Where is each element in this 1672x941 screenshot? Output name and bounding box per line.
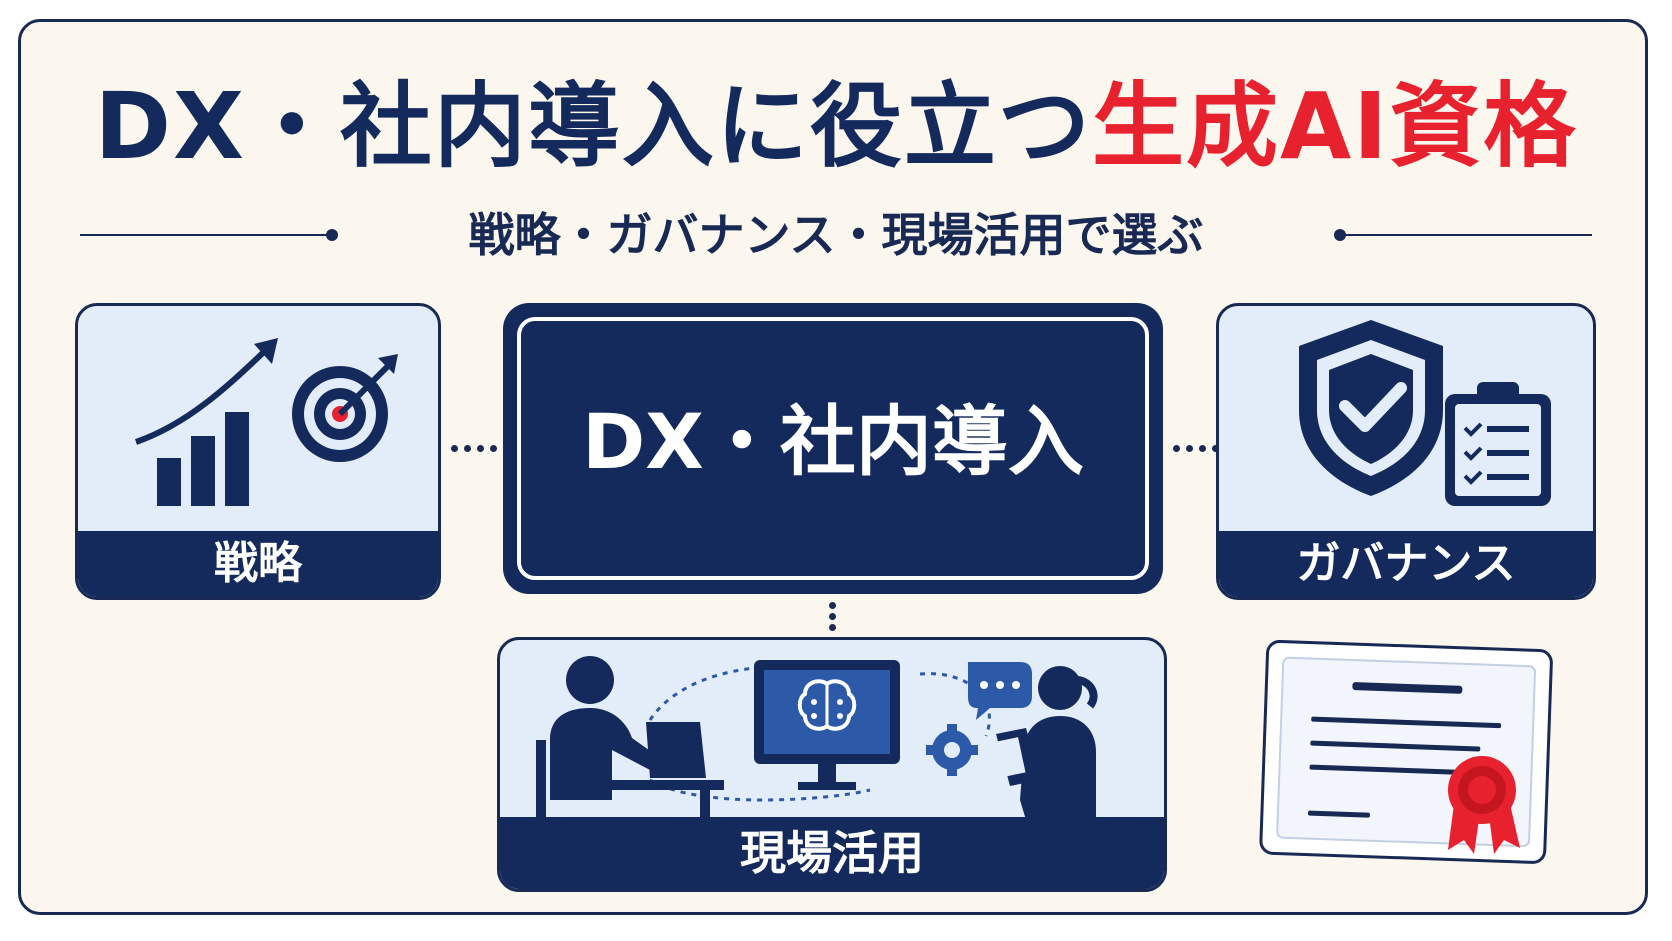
- title-accent: 生成AI資格: [1091, 73, 1578, 180]
- governance-card: ガバナンス: [1216, 303, 1596, 600]
- subtitle-rule-right: [1344, 234, 1592, 236]
- governance-label: ガバナンス: [1219, 531, 1593, 597]
- growth-chart-icon: [135, 338, 278, 506]
- strategy-illustration: [135, 338, 398, 506]
- field-usage-card: 現場活用: [497, 637, 1167, 892]
- connector-dots-left: [448, 437, 500, 456]
- connector-dots-down: [829, 598, 836, 635]
- shield-check-icon: [1299, 320, 1443, 496]
- strategy-card: 戦略: [75, 303, 441, 600]
- ai-brain-monitor-icon: [754, 660, 900, 790]
- connector-dots-right: [1170, 437, 1222, 456]
- award-ribbon-icon: [1448, 756, 1520, 854]
- subtitle-rule-left: [80, 234, 328, 236]
- page-title: DX・社内導入に役立つ生成AI資格: [0, 72, 1672, 182]
- center-label: DX・社内導入: [582, 397, 1084, 486]
- person-tablet-icon: [996, 666, 1098, 820]
- target-icon: [292, 354, 398, 462]
- title-main: DX・社内導入に役立つ: [94, 73, 1092, 180]
- subtitle: 戦略・ガバナンス・現場活用で選ぶ: [468, 208, 1204, 262]
- governance-illustration: [1299, 320, 1551, 506]
- person-laptop-icon: [536, 656, 724, 820]
- subtitle-dot-right: [1334, 229, 1346, 241]
- certificate-illustration: [1259, 640, 1553, 864]
- strategy-label: 戦略: [78, 531, 438, 597]
- subtitle-dot-left: [326, 229, 338, 241]
- gear-icon: [926, 724, 978, 776]
- clipboard-checklist-icon: [1445, 382, 1551, 506]
- center-box: DX・社内導入: [503, 303, 1163, 594]
- field-illustration: [536, 656, 1098, 820]
- center-inner-border: [517, 317, 1149, 580]
- subtitle-row: 戦略・ガバナンス・現場活用で選ぶ: [80, 205, 1592, 265]
- field-usage-label: 現場活用: [500, 817, 1164, 889]
- chat-bubble-icon: [968, 662, 1032, 720]
